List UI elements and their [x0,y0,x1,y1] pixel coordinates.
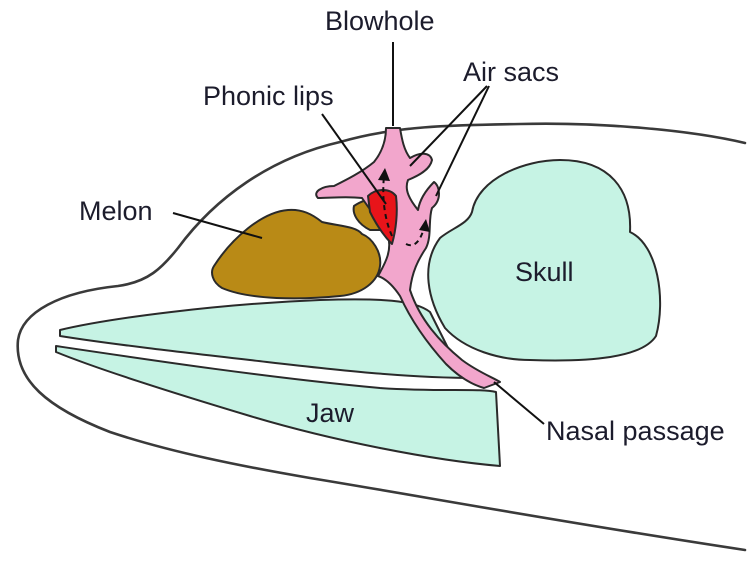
label-air-sacs: Air sacs [463,57,559,87]
melon [212,210,380,299]
label-melon: Melon [79,196,153,226]
label-skull: Skull [515,257,574,287]
label-nasal-passage: Nasal passage [546,416,725,446]
leader-air-sacs-2 [436,86,489,196]
leader-nasal-passage [494,382,544,424]
label-blowhole: Blowhole [325,6,435,36]
leader-melon [173,213,262,238]
label-phonic-lips: Phonic lips [203,81,334,111]
label-jaw: Jaw [306,398,355,428]
